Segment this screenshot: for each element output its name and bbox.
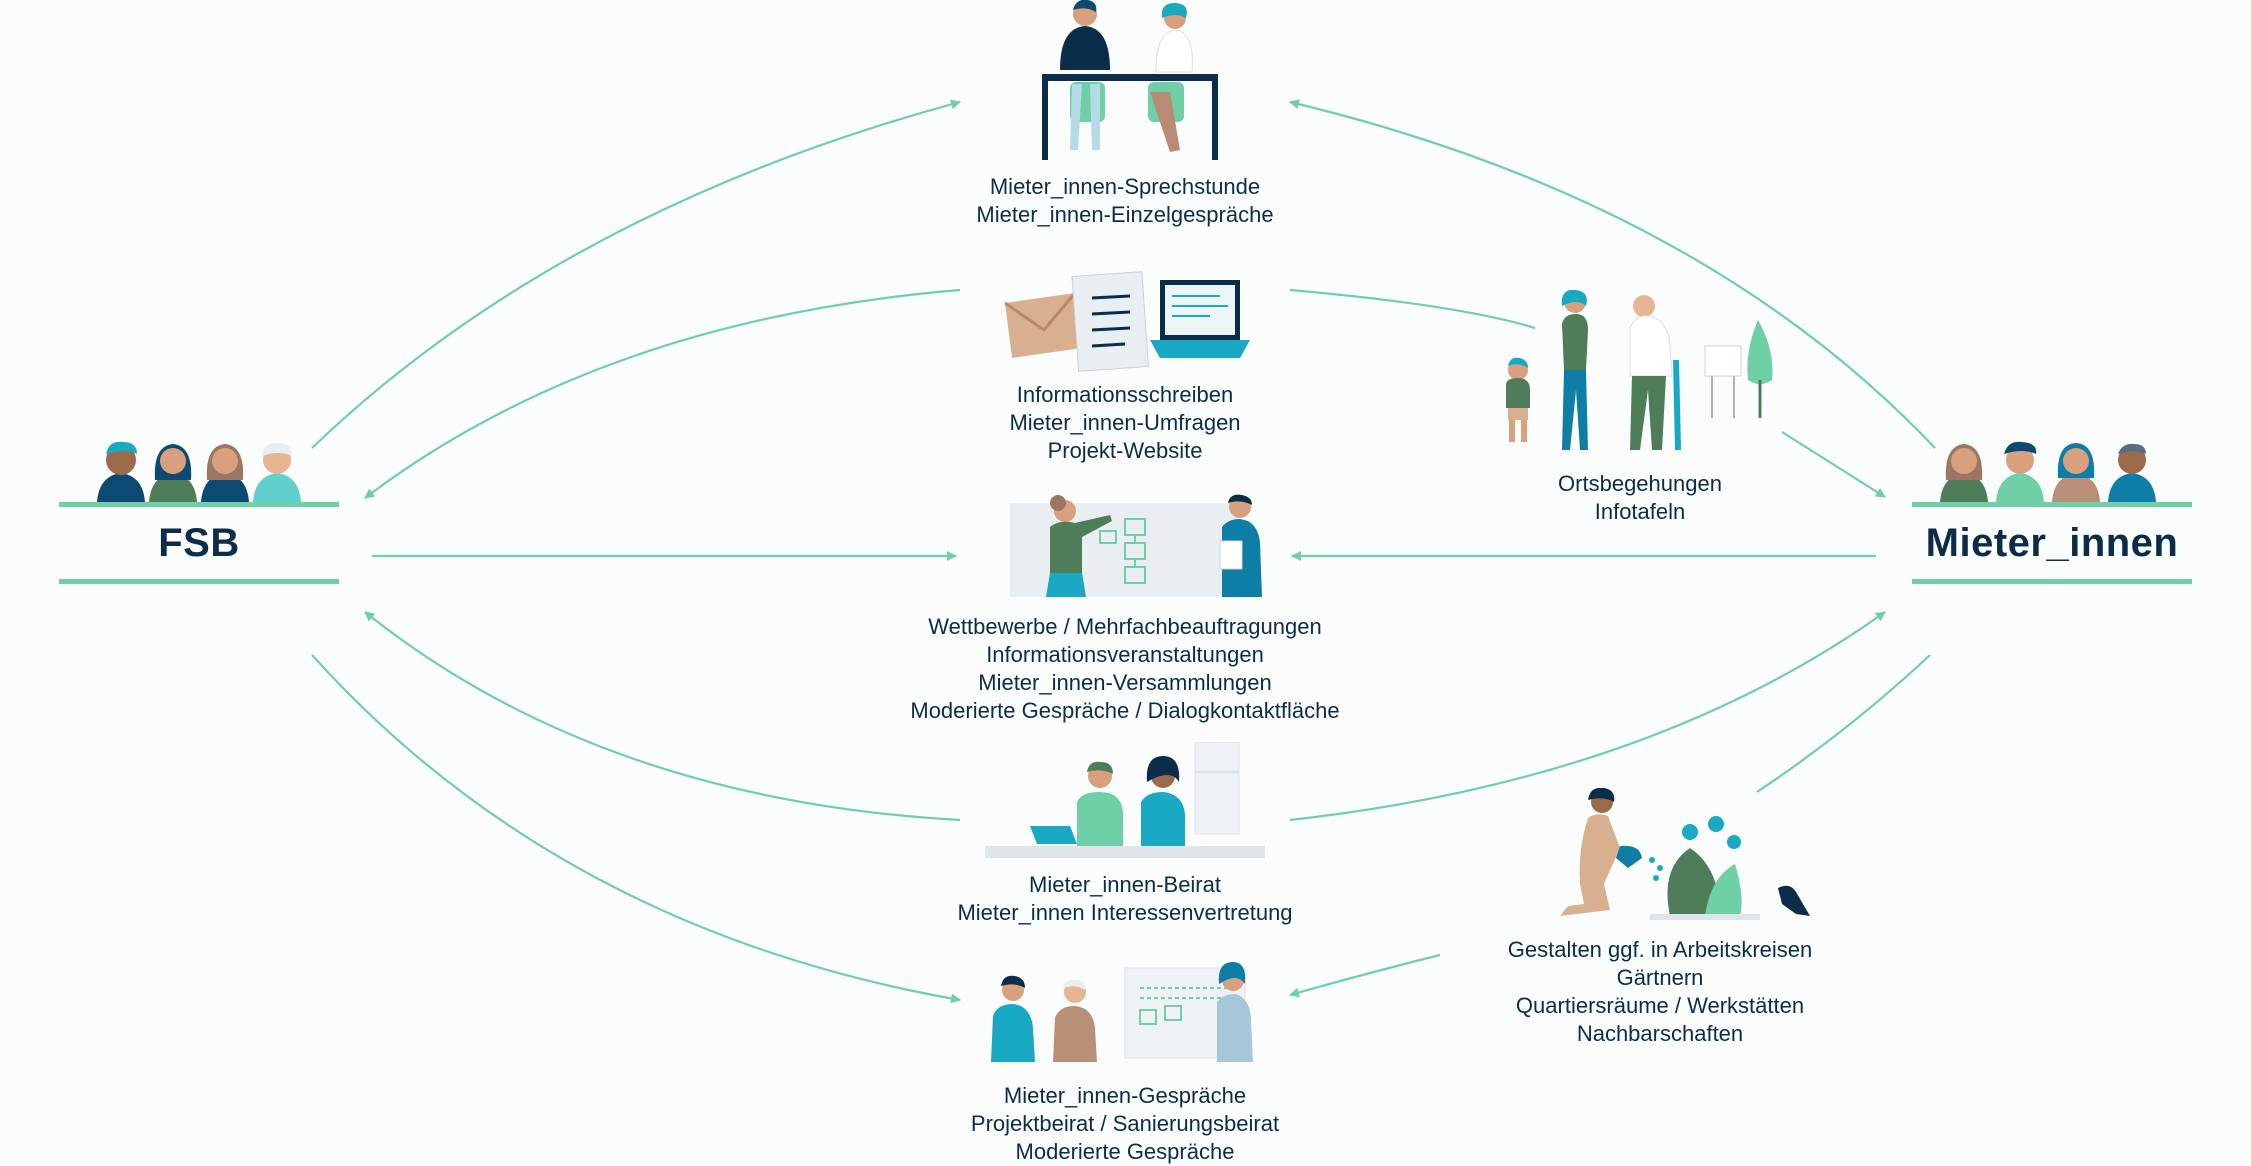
arrow-beirat-to-fsb	[364, 611, 961, 822]
caption-line: Mieter_innen-Umfragen	[1009, 410, 1241, 435]
caption-gestalten: Gestalten ggf. in Arbeitskreisen Gärtner…	[1460, 936, 1860, 1048]
caption-line: Quartiersräume / Werkstätten	[1515, 993, 1805, 1018]
arrow-fsb-to-gespraeche	[311, 654, 961, 1004]
caption-line: Mieter_innen-Versammlungen	[978, 670, 1272, 695]
caption-veranstaltungen: Wettbewerbe / Mehrfachbeauftragungen Inf…	[850, 613, 1400, 725]
mieter-label: Mieter_innen	[1925, 521, 2179, 565]
actor-fsb: FSB	[59, 440, 339, 584]
gestalten-illustration	[1520, 787, 1820, 928]
arrow-mieter-to-gestalten	[1756, 654, 1931, 793]
mieter-bottom-rule	[1912, 579, 2192, 584]
arrow-information-to-fsb	[364, 288, 961, 499]
arrow-fsb-to-sprechstunde	[311, 99, 961, 449]
caption-line: Gärtnern	[1616, 965, 1704, 990]
caption-ortsbegehungen: Ortsbegehungen Infotafeln	[1440, 470, 1840, 526]
caption-line: Mieter_innen Interessenvertretung	[957, 900, 1293, 925]
fsb-top-rule	[59, 502, 339, 507]
caption-beirat: Mieter_innen-Beirat Mieter_innen Interes…	[900, 871, 1350, 927]
caption-line: Informationsschreiben	[1016, 382, 1234, 407]
caption-line: Moderierte Gespräche	[1015, 1139, 1235, 1164]
actor-mieter-innen: Mieter_innen	[1912, 440, 2192, 584]
caption-line: Gestalten ggf. in Arbeitskreisen	[1507, 937, 1813, 962]
arrow-gestalten-to-gespraeche	[1289, 953, 1441, 998]
arrow-information-to-ortsbegehungen	[1289, 288, 1536, 330]
caption-line: Wettbewerbe / Mehrfachbeauftragungen	[928, 614, 1322, 639]
arrow-mieter-to-sprechstunde	[1289, 99, 1936, 449]
fsb-label: FSB	[158, 521, 240, 565]
caption-line: Moderierte Gespräche / Dialogkontaktfläc…	[910, 698, 1340, 723]
sprechstunde-illustration	[1030, 0, 1230, 165]
ortsbegehungen-illustration	[1490, 289, 1790, 465]
caption-line: Ortsbegehungen	[1558, 471, 1722, 496]
mieter-top-rule	[1912, 502, 2192, 507]
caption-information: Informationsschreiben Mieter_innen-Umfra…	[900, 381, 1350, 465]
beirat-illustration	[985, 741, 1265, 869]
caption-line: Mieter_innen-Einzelgespräche	[976, 202, 1274, 227]
caption-line: Mieter_innen-Sprechstunde	[989, 174, 1261, 199]
arrow-beirat-to-mieter	[1289, 611, 1886, 822]
caption-line: Nachbarschaften	[1576, 1021, 1744, 1046]
fsb-people-illustration	[59, 440, 339, 502]
caption-sprechstunde: Mieter_innen-Sprechstunde Mieter_innen-E…	[900, 173, 1350, 229]
information-illustration	[1000, 268, 1260, 383]
caption-line: Mieter_innen-Gespräche	[1003, 1083, 1247, 1108]
caption-line: Projektbeirat / Sanierungsbeirat	[970, 1111, 1280, 1136]
veranstaltungen-illustration	[1000, 493, 1280, 608]
gespraeche-illustration	[985, 958, 1265, 1071]
fsb-bottom-rule	[59, 579, 339, 584]
caption-line: Mieter_innen-Beirat	[1029, 872, 1221, 897]
mieter-people-illustration	[1912, 440, 2192, 502]
caption-line: Infotafeln	[1594, 499, 1686, 524]
arrow-ortsbegehungen-to-mieter	[1781, 431, 1886, 498]
caption-gespraeche: Mieter_innen-Gespräche Projektbeirat / S…	[900, 1082, 1350, 1166]
caption-line: Projekt-Website	[1047, 438, 1203, 463]
caption-line: Informationsveranstaltungen	[986, 642, 1264, 667]
